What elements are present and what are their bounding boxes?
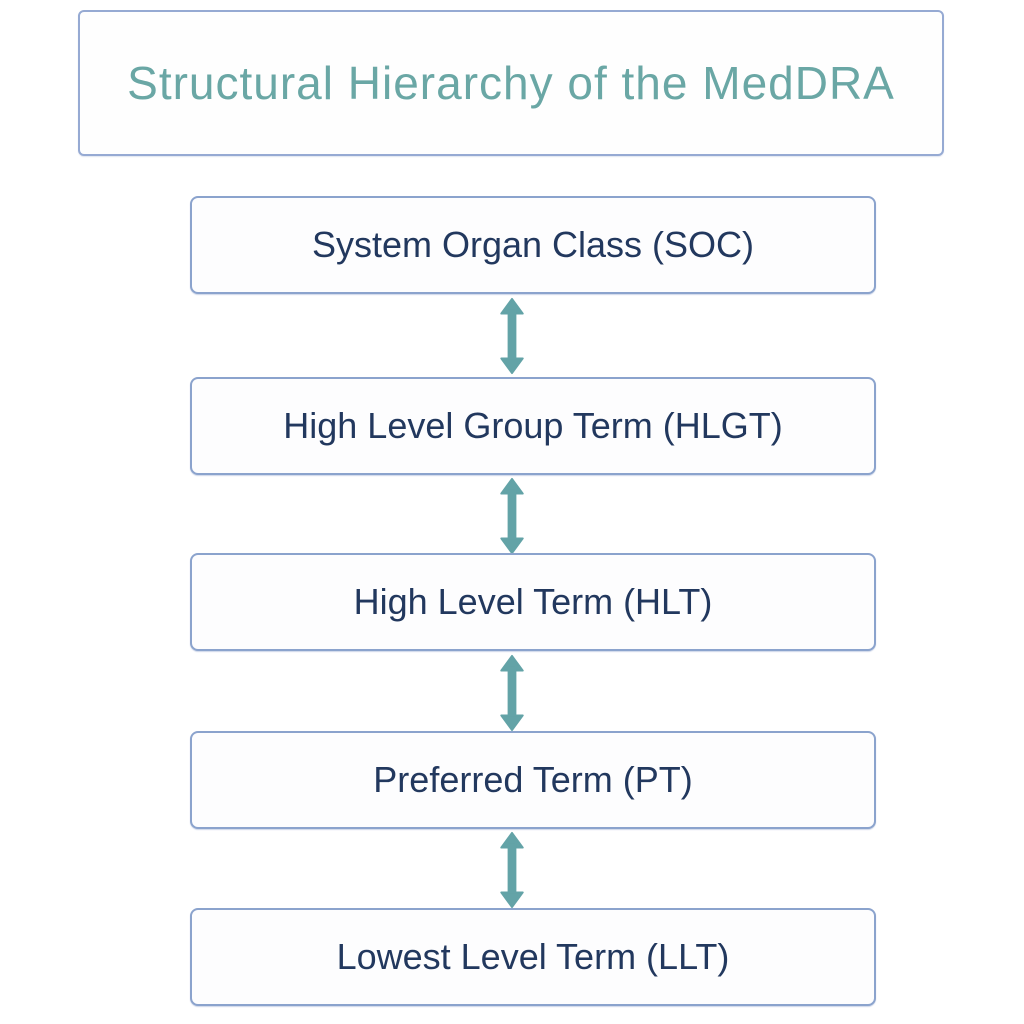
level-label-hlt: High Level Term (HLT)	[353, 581, 713, 622]
double-arrow-icon	[498, 831, 526, 909]
level-box-pt: Preferred Term (PT)	[190, 731, 876, 829]
level-label-pt: Preferred Term (PT)	[373, 759, 693, 800]
level-label-hlgt: High Level Group Term (HLGT)	[283, 405, 783, 446]
diagram-title-box: Structural Hierarchy of the MedDRA	[78, 10, 944, 156]
double-arrow-icon	[498, 654, 526, 732]
level-box-llt: Lowest Level Term (LLT)	[190, 908, 876, 1006]
level-box-hlt: High Level Term (HLT)	[190, 553, 876, 651]
double-arrow-icon	[498, 477, 526, 555]
level-box-soc: System Organ Class (SOC)	[190, 196, 876, 294]
level-label-soc: System Organ Class (SOC)	[311, 224, 755, 265]
diagram-title: Structural Hierarchy of the MedDRA	[127, 57, 895, 109]
level-label-llt: Lowest Level Term (LLT)	[336, 936, 730, 977]
double-arrow-icon	[498, 297, 526, 375]
level-box-hlgt: High Level Group Term (HLGT)	[190, 377, 876, 475]
